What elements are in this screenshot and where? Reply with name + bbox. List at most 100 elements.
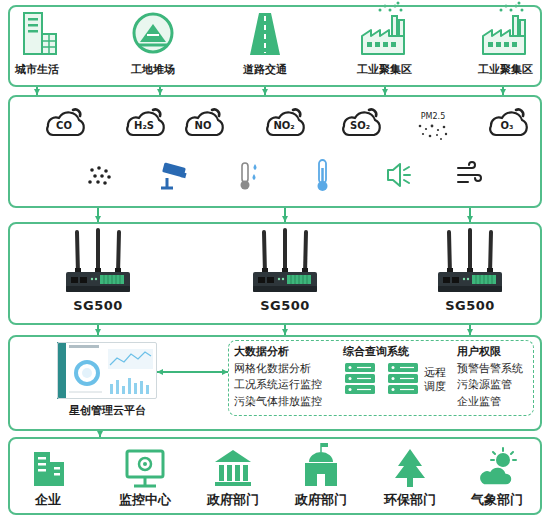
camera-icon bbox=[161, 178, 173, 188]
platform-label: 星创管理云平台 bbox=[52, 404, 162, 418]
monitor-icon bbox=[127, 451, 163, 486]
user-label: 政府部门 bbox=[279, 492, 363, 508]
building-icon bbox=[24, 13, 56, 54]
particle-icon bbox=[431, 125, 434, 128]
feature-label: 污染气体排放监控 bbox=[234, 395, 344, 409]
device-label: SG500 bbox=[435, 298, 505, 314]
sensor-label: NO bbox=[183, 120, 223, 132]
user-label: 气象部门 bbox=[455, 492, 539, 508]
government-icon bbox=[215, 482, 251, 486]
monitor-icon bbox=[143, 462, 147, 466]
router-icon bbox=[438, 230, 502, 292]
thermometer-icon bbox=[318, 160, 328, 191]
source-label: 道路交通 bbox=[223, 63, 307, 77]
feature-label: 综合查询系统 bbox=[343, 345, 443, 359]
dashboard-screenshot bbox=[122, 386, 125, 394]
dust-icon bbox=[104, 169, 108, 173]
sensor-label: O₃ bbox=[487, 120, 527, 132]
user-label: 企业 bbox=[6, 492, 90, 508]
building-icon bbox=[42, 46, 56, 48]
road-icon bbox=[264, 16, 266, 53]
government-icon bbox=[309, 452, 333, 462]
particle-icon bbox=[445, 133, 447, 135]
building-icon bbox=[42, 40, 56, 42]
camera-icon bbox=[162, 162, 186, 177]
construction-icon bbox=[134, 14, 172, 52]
gateway-panel: SG500SG500SG500 bbox=[8, 222, 542, 325]
building-icon bbox=[42, 34, 56, 54]
government-icon bbox=[305, 443, 337, 486]
server-icon bbox=[388, 363, 418, 394]
enterprise-icon bbox=[34, 452, 64, 486]
construction-icon bbox=[140, 24, 166, 42]
device-label: SG500 bbox=[63, 298, 133, 314]
humidity-icon bbox=[241, 181, 250, 190]
factory-icon bbox=[483, 2, 525, 55]
particle-icon bbox=[443, 126, 446, 129]
source-label: 工业聚集区 bbox=[342, 63, 426, 77]
dashboard-screenshot bbox=[108, 349, 153, 369]
thermometer-icon bbox=[319, 160, 326, 183]
sensor-label: SO₂ bbox=[340, 120, 380, 132]
flow-arrow bbox=[97, 208, 99, 222]
dust-icon bbox=[100, 174, 104, 178]
platform-screenshot: 星创管理云平台 bbox=[57, 342, 157, 399]
dust-icon bbox=[96, 180, 100, 184]
monitor-icon bbox=[139, 458, 151, 470]
environment-icon bbox=[395, 449, 425, 487]
humidity-icon bbox=[254, 164, 257, 170]
construction-icon bbox=[138, 44, 168, 47]
environment-icon bbox=[407, 478, 413, 487]
platform-panel: 星创管理云平台大数据分析综合查询系统用户权限网格化数据分析工况系统运行监控污染气… bbox=[8, 335, 542, 431]
particle-icon bbox=[419, 125, 422, 128]
user-label: 政府部门 bbox=[191, 492, 275, 508]
particle-icon bbox=[437, 129, 439, 131]
dashboard-screenshot bbox=[110, 384, 113, 394]
dashboard-screenshot bbox=[128, 378, 131, 394]
flow-arrow bbox=[284, 325, 286, 335]
feature-label: 大数据分析 bbox=[234, 345, 334, 359]
monitor-icon bbox=[127, 451, 163, 477]
weather-icon bbox=[479, 448, 516, 485]
government-icon bbox=[227, 465, 232, 481]
feature-label: 网格化数据分析 bbox=[234, 362, 344, 376]
feature-label: 企业监管 bbox=[457, 395, 533, 409]
dashboard-screenshot bbox=[76, 362, 98, 384]
enterprise-icon bbox=[38, 457, 46, 460]
server-icon bbox=[345, 363, 375, 394]
feature-label: 预警告警系统 bbox=[457, 362, 533, 376]
particle-icon bbox=[429, 135, 432, 138]
flow-arrow bbox=[157, 371, 228, 373]
router-icon bbox=[66, 230, 130, 292]
dust-icon bbox=[97, 166, 101, 170]
flow-arrow bbox=[469, 208, 471, 222]
construction-icon bbox=[147, 34, 159, 36]
sensor-label: NO₂ bbox=[264, 120, 304, 132]
dashboard-screenshot bbox=[134, 383, 137, 394]
building-icon bbox=[28, 24, 38, 27]
feature-label: 污染源监管 bbox=[457, 378, 533, 392]
camera-icon bbox=[161, 162, 187, 188]
government-icon bbox=[215, 450, 251, 486]
building-icon bbox=[24, 13, 42, 54]
building-icon bbox=[48, 34, 50, 54]
dashboard-screenshot bbox=[116, 380, 119, 394]
dashboard-screenshot bbox=[140, 381, 143, 394]
enterprise-icon bbox=[50, 462, 64, 486]
flow-arrow bbox=[36, 87, 38, 95]
source-label: 城市生活 bbox=[0, 63, 79, 77]
dashboard-screenshot bbox=[69, 392, 102, 393]
government-icon bbox=[305, 463, 337, 486]
noise-icon bbox=[388, 164, 410, 186]
dust-icon bbox=[103, 181, 107, 185]
sensor-label: CO bbox=[44, 120, 84, 132]
flow-arrow bbox=[159, 87, 161, 95]
camera-icon bbox=[180, 172, 186, 178]
source-label: 工业聚集区 bbox=[463, 63, 547, 77]
factory-icon bbox=[362, 2, 404, 55]
flow-arrow bbox=[97, 325, 99, 335]
government-icon bbox=[235, 465, 240, 481]
